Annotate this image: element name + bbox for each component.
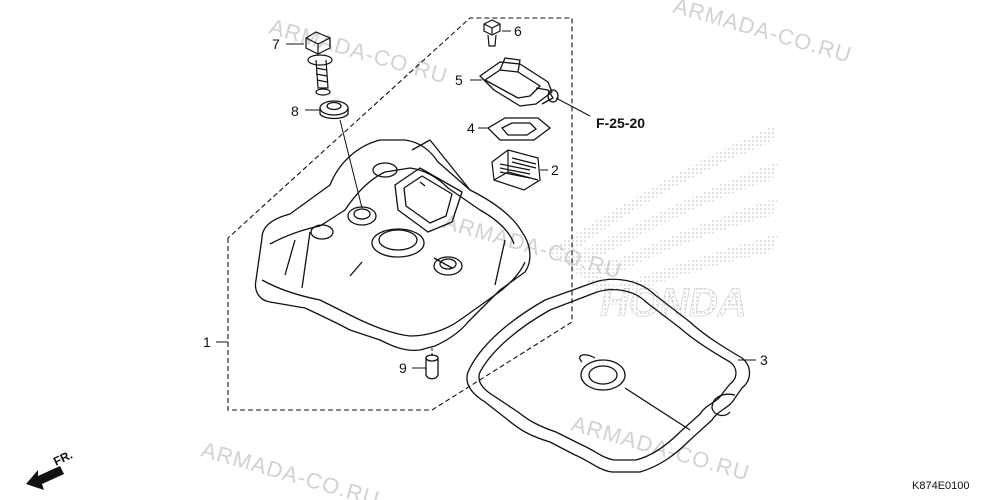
dowel-pin-9 <box>425 354 439 380</box>
cover-gasket <box>466 278 751 473</box>
separator-plate-2 <box>491 149 541 191</box>
front-direction-indicator: FR. <box>26 448 75 490</box>
callout-6: 6 <box>514 23 522 39</box>
callout-1: 1 <box>203 334 211 350</box>
breather-joint-5 <box>479 57 559 107</box>
seal-washer-8 <box>319 100 349 120</box>
callout-4: 4 <box>467 120 475 136</box>
breather-gasket-4 <box>486 117 552 141</box>
assembly-boundary <box>227 17 573 411</box>
callout-9: 9 <box>399 360 407 376</box>
watermark-top-left: ARMADA-CO.RU <box>267 14 451 89</box>
watermark-top-right: ARMADA-CO.RU <box>671 0 855 68</box>
callout-5: 5 <box>455 72 463 88</box>
front-arrow-icon <box>26 466 64 490</box>
bolt-7 <box>305 31 333 96</box>
diagram-code: K874E0100 <box>912 480 970 492</box>
callout-3: 3 <box>760 352 768 368</box>
screw-6 <box>483 19 501 47</box>
callout-7: 7 <box>272 36 280 52</box>
honda-wordmark: HONDA <box>600 281 747 325</box>
callout-8: 8 <box>291 103 299 119</box>
leader-lines <box>216 30 756 369</box>
watermark-bottom-left: ARMADA-CO.RU <box>199 437 383 500</box>
honda-wing-logo: HONDA <box>548 125 778 325</box>
callouts: 1 2 3 4 5 6 7 8 9 <box>203 23 768 376</box>
reference-label: F-25-20 <box>596 115 645 131</box>
callout-2: 2 <box>551 162 559 178</box>
front-label: FR. <box>51 448 75 469</box>
cylinder-head-cover <box>254 139 531 352</box>
